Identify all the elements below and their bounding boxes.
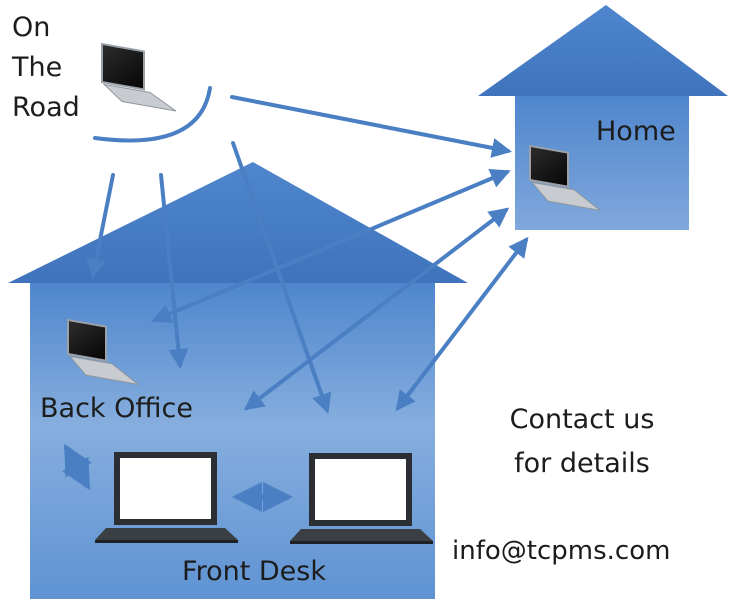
arrow-road-to-office-left	[86, 173, 115, 279]
front-desk-label: Front Desk	[182, 556, 326, 587]
on-the-road-label: On The Road	[12, 8, 80, 128]
arrow-back-office-front-desk	[62, 443, 92, 491]
laptop-icon	[95, 452, 238, 543]
road-swoop-arc	[93, 86, 212, 143]
road-label-line: On	[12, 12, 51, 43]
laptop-icon	[67, 318, 140, 386]
contact-email: info@tcpms.com	[452, 536, 671, 566]
office-roof	[8, 162, 468, 283]
arrow-road-to-home	[230, 95, 512, 158]
road-label-line: The	[12, 52, 63, 83]
connection-arrows	[62, 86, 529, 512]
laptop-icon	[290, 453, 433, 544]
home-roof	[478, 5, 728, 96]
arrow-home-front-right	[395, 236, 529, 412]
home-label: Home	[596, 116, 676, 147]
back-office-label: Back Office	[40, 393, 193, 424]
laptop-icon	[101, 42, 177, 112]
laptop-icon	[529, 144, 602, 212]
contact-line: Contact us	[509, 404, 655, 435]
road-label-line: Road	[12, 92, 80, 123]
contact-line: for details	[514, 448, 650, 479]
contact-text: Contact us for details	[482, 398, 682, 486]
